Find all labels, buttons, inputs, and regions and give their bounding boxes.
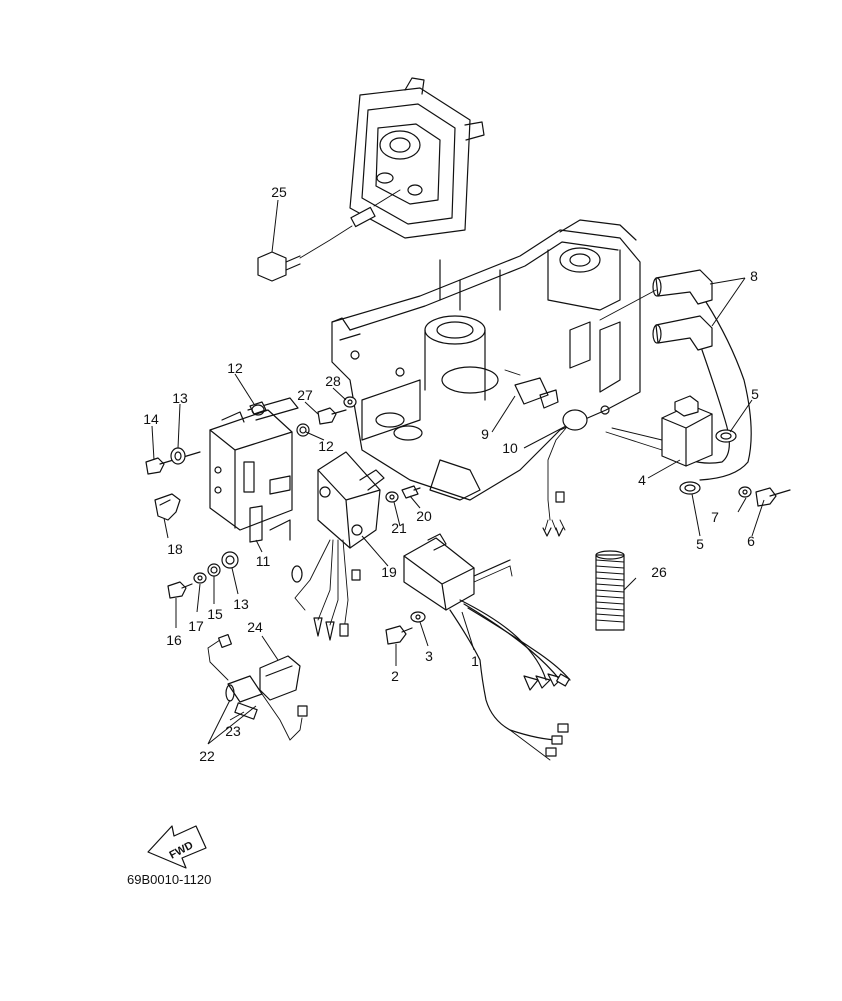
holder-24 [259, 655, 301, 701]
fwd-arrow: FWD [147, 825, 207, 869]
callout-9: 9 [481, 426, 489, 442]
grommet-5-upper [715, 429, 737, 443]
rectifier-regulator-19 [291, 451, 385, 641]
callout-8: 8 [750, 268, 758, 284]
spark-plug-cap-8-upper [652, 269, 713, 305]
callout-22: 22 [199, 748, 215, 764]
bolt-20 [401, 485, 421, 499]
bolt-2 [385, 625, 413, 645]
callout-19: 19 [381, 564, 397, 580]
callout-25: 25 [271, 184, 287, 200]
callout-5b: 5 [696, 536, 704, 552]
leader-lines [151, 199, 765, 745]
callout-5a: 5 [751, 386, 759, 402]
washer-3 [410, 611, 426, 623]
callout-6: 6 [747, 533, 755, 549]
callout-14: 14 [143, 411, 159, 427]
callout-21: 21 [391, 520, 407, 536]
clip-18 [154, 493, 181, 521]
callout-7: 7 [711, 509, 719, 525]
sensor-9 [504, 369, 559, 409]
callout-10: 10 [502, 440, 518, 456]
callout-18: 18 [167, 541, 183, 557]
washer-28 [343, 396, 357, 408]
callout-labels: 1 2 3 4 5 5 6 7 8 9 10 11 12 12 13 13 14… [143, 184, 759, 764]
bolt-6 [755, 487, 791, 507]
callout-13b: 13 [233, 596, 249, 612]
callout-3: 3 [425, 648, 433, 664]
callout-17: 17 [188, 618, 204, 634]
cylinder-head-cover [349, 77, 485, 239]
sensor-23 [207, 633, 308, 741]
collar-12-upper [249, 401, 267, 416]
bolt-16 [167, 581, 193, 599]
collar-15 [207, 563, 221, 577]
callout-23: 23 [225, 723, 241, 739]
callout-28: 28 [325, 373, 341, 389]
spark-plug-cap-8-lower [652, 315, 713, 351]
callout-15: 15 [207, 606, 223, 622]
callout-26: 26 [651, 564, 667, 580]
grommet-13-lower [221, 551, 239, 569]
callout-24: 24 [247, 619, 263, 635]
callout-16: 16 [166, 632, 182, 648]
callout-13a: 13 [172, 390, 188, 406]
collar-12-lower [296, 423, 310, 437]
cdi-unit-1 [403, 533, 571, 761]
ignition-coil-4 [605, 395, 713, 467]
callout-1: 1 [471, 653, 479, 669]
bolt-27 [317, 407, 347, 425]
plug-cables [599, 289, 752, 481]
spring-26 [595, 550, 625, 631]
callout-4: 4 [638, 472, 646, 488]
washer-21 [385, 491, 399, 503]
callout-12a: 12 [227, 360, 243, 376]
diagram-code: 69B0010-1120 [127, 872, 211, 887]
cap-10 [542, 409, 588, 537]
washer-7 [738, 486, 752, 498]
callout-2: 2 [391, 668, 399, 684]
grommet-5-lower [679, 481, 701, 495]
callout-27: 27 [297, 387, 313, 403]
bracket-11 [209, 397, 299, 543]
callout-12b: 12 [318, 438, 334, 454]
washer-17 [193, 572, 207, 584]
grommet-13-upper [170, 447, 186, 465]
callout-20: 20 [416, 508, 432, 524]
engine-block [331, 219, 641, 501]
callout-11: 11 [256, 553, 271, 569]
